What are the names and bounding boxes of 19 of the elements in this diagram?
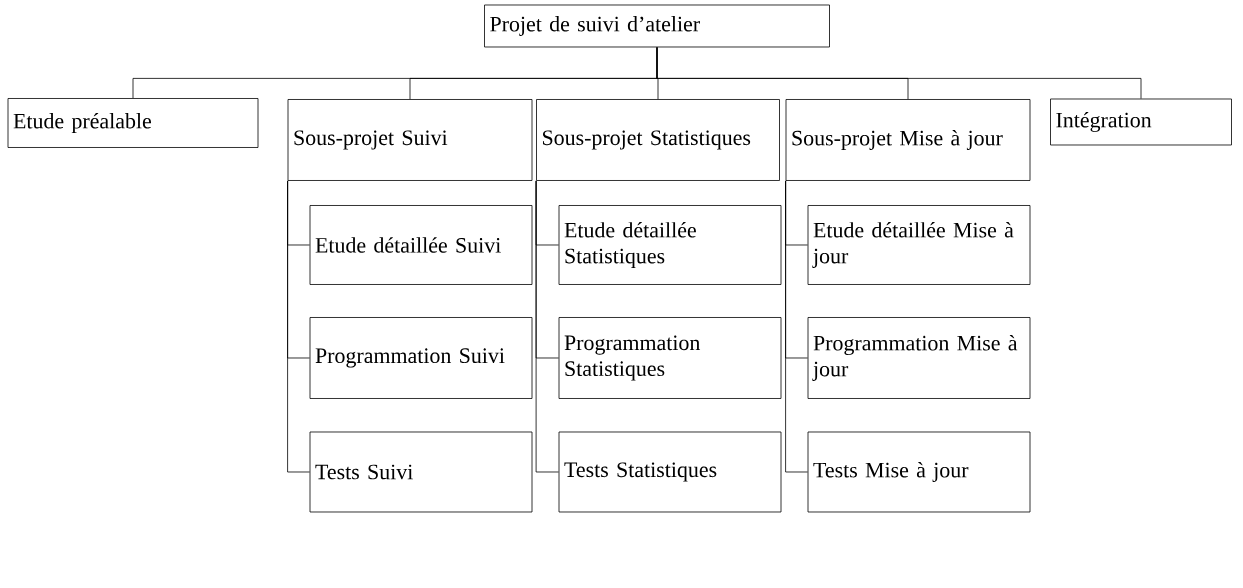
task-box: Intégration — [1050, 98, 1232, 146]
task-box: Tests Suivi — [309, 431, 533, 513]
task-box: Programmation Statistiques — [558, 317, 782, 399]
task-box: Etude détaillée Statistiques — [558, 205, 782, 285]
connector-line — [785, 180, 808, 473]
task-box: Etude détaillée Mise à jour — [807, 205, 1031, 285]
task-box: Programmation Suivi — [309, 317, 533, 399]
task-box: Sous-projet Suivi — [287, 99, 533, 181]
task-box: Tests Statistiques — [558, 431, 782, 513]
connector-line — [656, 47, 1142, 99]
task-box: Etude préalable — [7, 98, 259, 148]
connector-line — [535, 180, 559, 473]
task-box: Etude détaillée Suivi — [309, 205, 533, 285]
connector-line — [287, 180, 310, 473]
task-box: Tests Mise à jour — [807, 431, 1031, 513]
task-box: Projet de suivi d’atelier — [484, 4, 830, 48]
task-box: Programmation Mise à jour — [807, 317, 1031, 399]
task-box: Sous-projet Mise à jour — [785, 99, 1031, 181]
task-box: Sous-projet Statistiques — [536, 99, 780, 181]
